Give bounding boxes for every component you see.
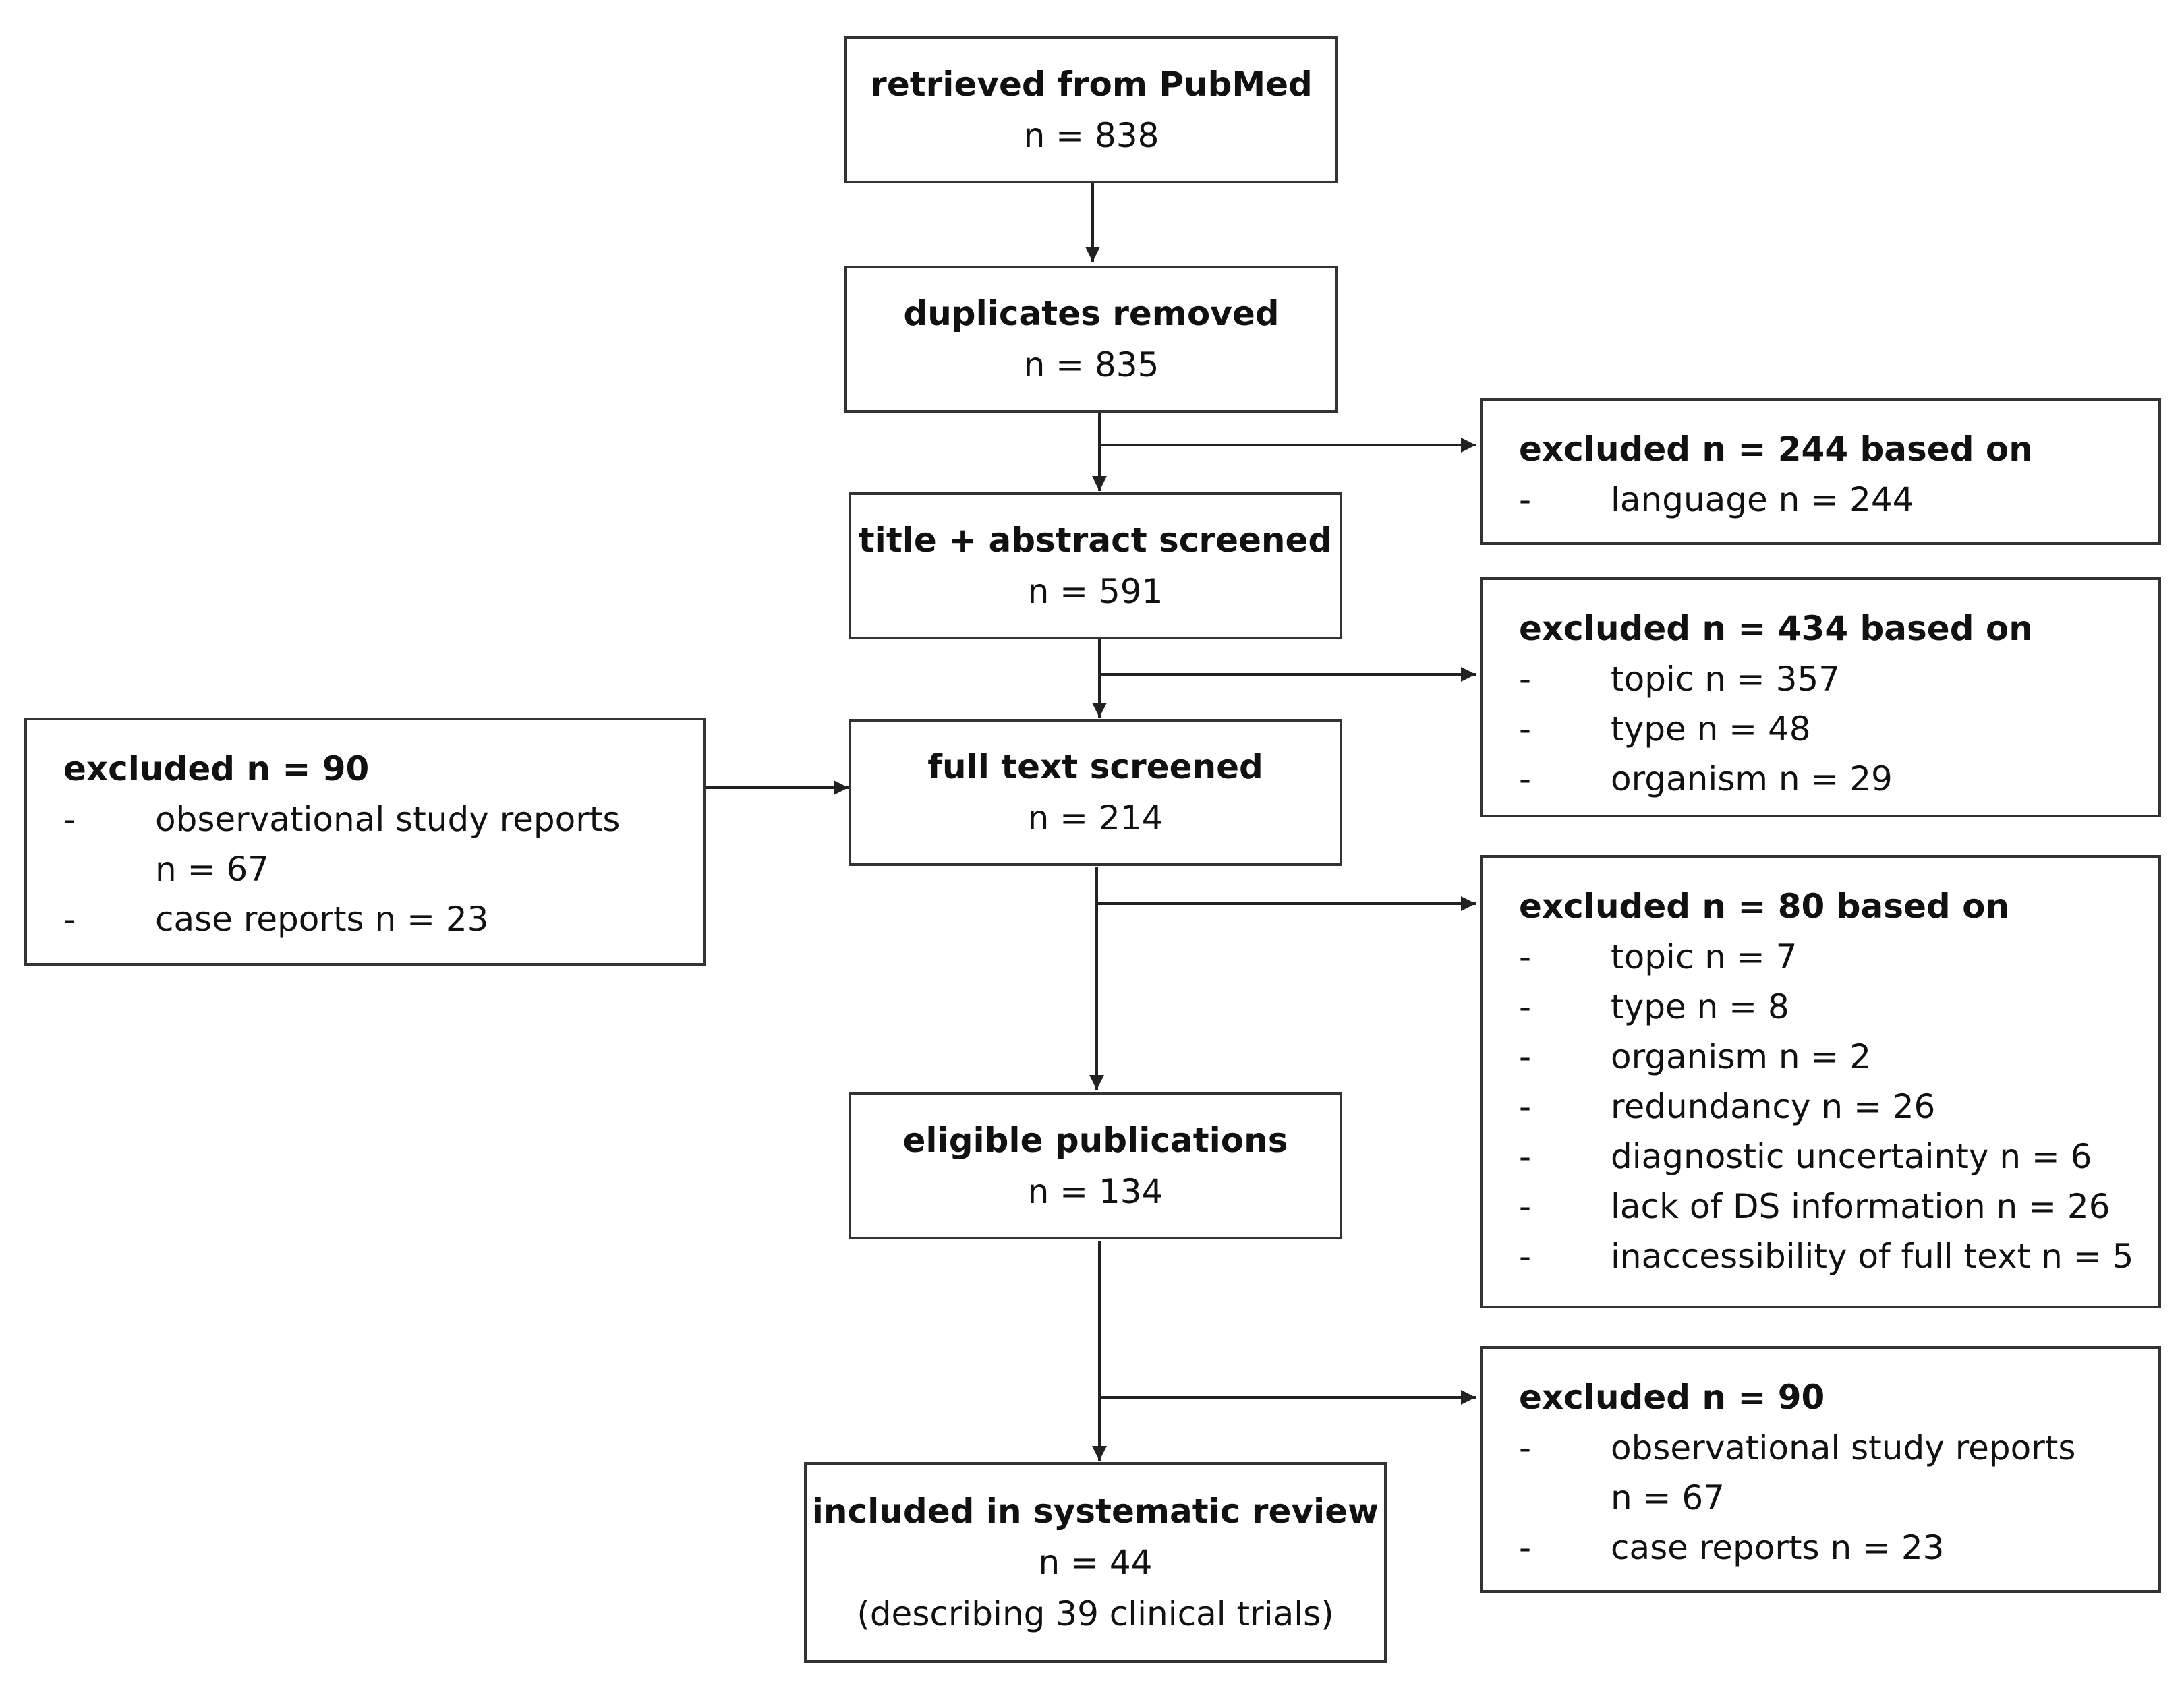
title-abstract-count: n = 591 <box>1027 572 1163 611</box>
list-item: -organism n = 2 <box>1519 1037 1872 1076</box>
list-item: -inaccessibility of full text n = 5 <box>1519 1237 2134 1276</box>
excluded-244-heading: excluded n = 244 based on <box>1519 430 2033 469</box>
excluded-80-box: excluded n = 80 based on -topic n = 7 -t… <box>1480 855 2161 1308</box>
list-item: -topic n = 357 <box>1519 660 1841 699</box>
list-item: -observational study reports <box>63 800 621 839</box>
list-item: -language n = 244 <box>1519 480 1914 519</box>
full-text-count: n = 214 <box>1027 798 1163 838</box>
title-abstract-title: title + abstract screened <box>858 521 1333 560</box>
included-count: n = 44 <box>1038 1543 1153 1582</box>
included-note: (describing 39 clinical trials) <box>857 1594 1334 1633</box>
excluded-90-right-box: excluded n = 90 -observational study rep… <box>1480 1346 2161 1593</box>
excluded-left-list: -observational study reports n = 67 -cas… <box>63 794 703 944</box>
excluded-434-box: excluded n = 434 based on -topic n = 357… <box>1480 577 2161 817</box>
excluded-244-box: excluded n = 244 based on -language n = … <box>1480 398 2161 545</box>
list-item: -case reports n = 23 <box>1519 1528 1945 1567</box>
excluded-90-right-heading: excluded n = 90 <box>1519 1378 1825 1417</box>
excluded-80-heading: excluded n = 80 based on <box>1519 887 2010 926</box>
eligible-title: eligible publications <box>902 1121 1288 1160</box>
list-item: -type n = 48 <box>1519 709 1811 749</box>
eligible-box: eligible publications n = 134 <box>849 1092 1342 1239</box>
list-item: -type n = 8 <box>1519 987 1789 1026</box>
retrieved-box: retrieved from PubMed n = 838 <box>844 36 1338 183</box>
excluded-90-right-list: -observational study reports n = 67 -cas… <box>1519 1423 2158 1573</box>
full-text-title: full text screened <box>927 747 1263 786</box>
list-item: -observational study reports <box>1519 1428 2076 1467</box>
list-item: -redundancy n = 26 <box>1519 1087 1936 1126</box>
included-box: included in systematic review n = 44 (de… <box>804 1462 1387 1663</box>
excluded-left-box: excluded n = 90 -observational study rep… <box>24 718 706 966</box>
eligible-count: n = 134 <box>1027 1172 1163 1211</box>
excluded-434-heading: excluded n = 434 based on <box>1519 609 2033 648</box>
list-item: n = 67 <box>1611 1478 1725 1517</box>
retrieved-count: n = 838 <box>1023 116 1159 155</box>
duplicates-box: duplicates removed n = 835 <box>844 266 1338 413</box>
list-item: -case reports n = 23 <box>63 900 489 939</box>
duplicates-count: n = 835 <box>1023 345 1159 384</box>
included-title: included in systematic review <box>811 1492 1379 1531</box>
list-item: -organism n = 29 <box>1519 759 1893 798</box>
title-abstract-box: title + abstract screened n = 591 <box>849 492 1342 639</box>
list-item: -diagnostic uncertainty n = 6 <box>1519 1137 2092 1176</box>
excluded-80-list: -topic n = 7 -type n = 8 -organism n = 2… <box>1519 932 2158 1281</box>
list-item: -lack of DS information n = 26 <box>1519 1187 2110 1226</box>
excluded-244-list: -language n = 244 <box>1519 475 2158 525</box>
list-item: -topic n = 7 <box>1519 937 1798 976</box>
full-text-box: full text screened n = 214 <box>849 719 1342 866</box>
excluded-434-list: -topic n = 357 -type n = 48 -organism n … <box>1519 654 2158 804</box>
excluded-left-heading: excluded n = 90 <box>63 749 370 788</box>
duplicates-title: duplicates removed <box>903 294 1280 333</box>
list-item: n = 67 <box>155 850 269 889</box>
retrieved-title: retrieved from PubMed <box>870 65 1313 104</box>
